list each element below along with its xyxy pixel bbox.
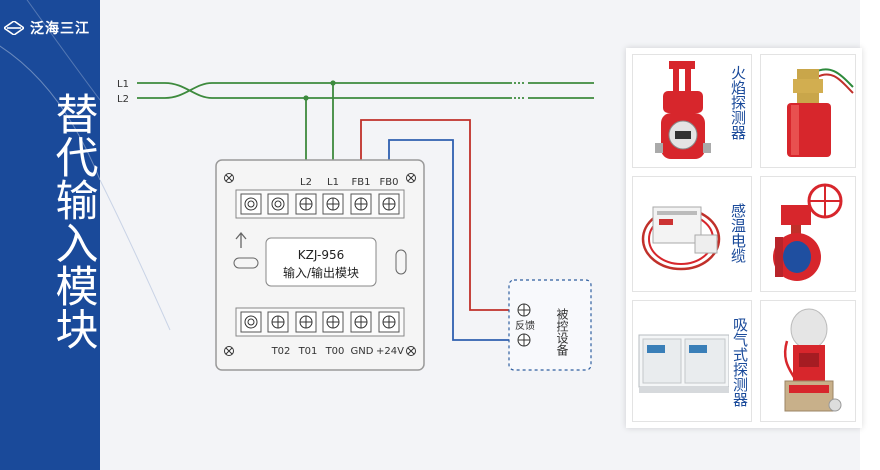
module-name: 输入/输出模块 bbox=[283, 265, 359, 280]
product-label-heat-cable: 感温电缆 bbox=[729, 203, 747, 263]
liquid-level-switch-icon bbox=[787, 68, 854, 157]
fb0-wire bbox=[388, 139, 514, 341]
product-tile-flame-detector[interactable]: 火焰探测器 bbox=[632, 54, 752, 168]
product-tile-gas-valve[interactable] bbox=[760, 300, 856, 422]
slot-vertical bbox=[395, 249, 407, 275]
product-panel: 火焰探测器 感温电缆 bbox=[626, 48, 862, 428]
l2-label: L2 bbox=[117, 94, 129, 105]
brand-name: 泛海三江 bbox=[30, 21, 90, 37]
module-label-box bbox=[265, 237, 377, 287]
controlled-device-label: 被控设备 bbox=[555, 308, 569, 357]
heat-sensing-cable-icon bbox=[641, 206, 721, 271]
product-tile-heat-cable[interactable]: 感温电缆 bbox=[632, 176, 752, 292]
terminal-label-fb0: FB0 bbox=[380, 177, 399, 188]
corner-screw-marks bbox=[225, 174, 415, 355]
terminal-label-t00: T00 bbox=[325, 346, 345, 357]
product-tile-aspirating-detector[interactable]: 吸气式探测器 bbox=[632, 300, 752, 422]
brand: 泛海三江 bbox=[4, 18, 90, 38]
gas-extinguisher-valve-icon bbox=[783, 308, 842, 412]
bottom-terminal-strip bbox=[235, 307, 405, 337]
terminal-label-t02: T02 bbox=[271, 346, 291, 357]
butterfly-valve-icon bbox=[773, 183, 843, 281]
terminal-label-24v: +24V bbox=[376, 346, 404, 357]
product-label-aspirating-detector: 吸气式探测器 bbox=[731, 317, 749, 407]
terminal-label-l2: L2 bbox=[300, 177, 312, 188]
fb1-wire bbox=[360, 119, 514, 311]
sidebar: 泛海三江 替代输入模块 bbox=[0, 0, 100, 470]
decorative-arc bbox=[100, 179, 171, 331]
flame-detector-icon bbox=[655, 61, 711, 159]
bottom-terminals bbox=[240, 311, 400, 333]
product-label-flame-detector: 火焰探测器 bbox=[729, 65, 747, 140]
controlled-device-box bbox=[508, 279, 592, 371]
aspirating-detector-icon bbox=[638, 334, 729, 393]
wiring-diagram: L1 L2 L2 L1 FB1 FB0 KZJ-956 输入/输出模块 bbox=[100, 79, 594, 371]
feedback-label: 反馈 bbox=[515, 319, 535, 332]
bus-lines bbox=[137, 82, 594, 160]
decorative-arcs bbox=[0, 0, 100, 181]
up-arrow-icon bbox=[235, 231, 247, 248]
terminal-label-fb1: FB1 bbox=[352, 177, 371, 188]
top-terminals bbox=[240, 193, 400, 215]
module-model: KZJ-956 bbox=[298, 248, 344, 262]
terminal-label-gnd: GND bbox=[351, 346, 374, 357]
l1-label: L1 bbox=[117, 79, 129, 90]
product-tile-butterfly-valve[interactable] bbox=[760, 176, 856, 292]
right-edge bbox=[860, 0, 880, 470]
product-tile-level-switch[interactable] bbox=[760, 54, 856, 168]
device-terminals bbox=[517, 303, 531, 347]
diamond-logo-icon bbox=[4, 21, 24, 35]
top-terminal-strip bbox=[235, 189, 405, 219]
terminal-label-l1: L1 bbox=[327, 177, 339, 188]
slot-horizontal bbox=[233, 257, 259, 269]
terminal-label-t01: T01 bbox=[298, 346, 318, 357]
page-title: 替代输入模块 bbox=[48, 92, 98, 350]
